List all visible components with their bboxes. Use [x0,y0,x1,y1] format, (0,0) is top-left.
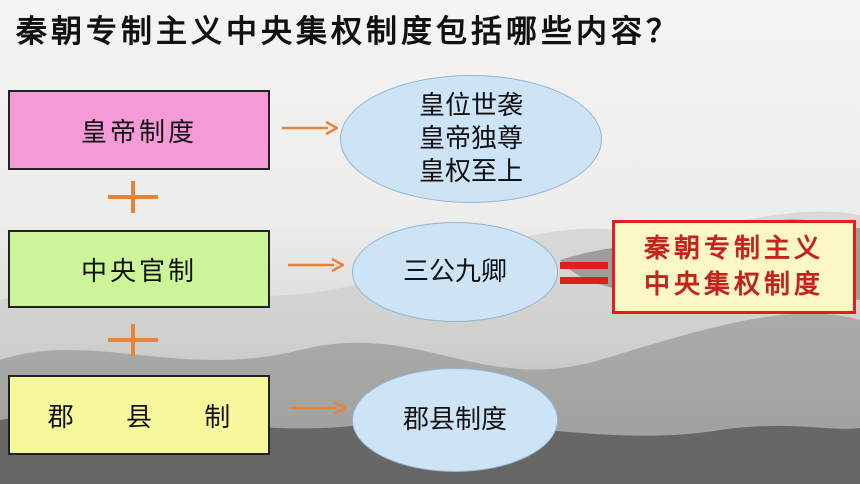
result-box: 秦朝专制主义 中央集权制度 [612,220,856,314]
result-line: 秦朝专制主义 [643,234,824,264]
ellipse-line: 皇位世袭 [418,90,523,121]
commandery-county-system-box: 郡 县 制 [8,375,270,455]
commandery-county-ellipse: 郡县制度 [352,368,558,472]
page-title: 秦朝专制主义中央集权制度包括哪些内容？ [16,14,681,50]
ellipse-line: 郡县制度 [402,404,507,435]
equals-sign-icon [560,258,608,288]
emperor-system-box: 皇帝制度 [8,90,270,170]
plus-connector-1 [108,181,158,213]
three-lords-nine-ministers-ellipse: 三公九卿 [352,222,558,322]
ellipse-line: 皇帝独尊 [418,123,523,154]
ellipse-line: 三公九卿 [402,256,507,287]
emperor-features-ellipse: 皇位世袭 皇帝独尊 皇权至上 [340,75,602,203]
arrow-2-icon [288,257,344,273]
arrow-3-icon [290,400,346,416]
plus-connector-2 [108,324,158,356]
central-official-system-box: 中央官制 [8,230,270,308]
arrow-1-icon [282,120,338,136]
result-line: 中央集权制度 [643,270,824,300]
ellipse-line: 皇权至上 [418,156,523,187]
